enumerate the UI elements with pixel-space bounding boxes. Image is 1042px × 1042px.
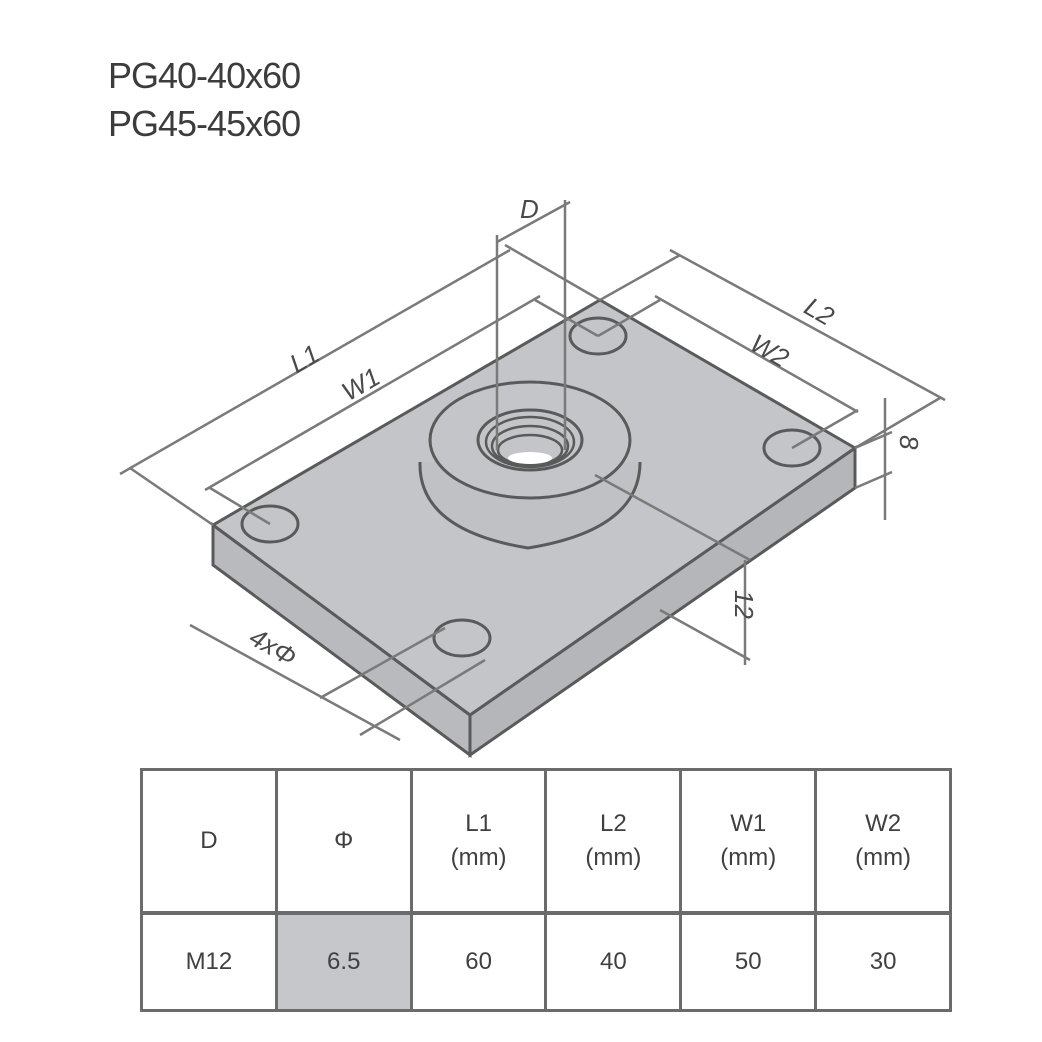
hole-right bbox=[762, 428, 822, 468]
label-W1: W1 bbox=[336, 361, 385, 406]
table-header-row: D Φ L1(mm) L2(mm) W1(mm) W2(mm) bbox=[140, 768, 952, 915]
label-D: D bbox=[520, 194, 539, 224]
label-holes: 4xΦ bbox=[244, 622, 302, 673]
header-W1: W1(mm) bbox=[679, 768, 818, 915]
label-W2: W2 bbox=[745, 328, 794, 374]
header-W2: W2(mm) bbox=[814, 768, 952, 915]
cell-W2: 30 bbox=[814, 911, 952, 1012]
hole-front bbox=[432, 618, 492, 658]
product-titles: PG40-40x60 PG45-45x60 bbox=[108, 52, 301, 148]
header-phi: Φ bbox=[274, 768, 413, 915]
dimension-lines bbox=[119, 200, 946, 742]
label-L1: L1 bbox=[284, 338, 324, 378]
cell-W1: 50 bbox=[679, 911, 818, 1012]
mounting-holes bbox=[240, 316, 822, 658]
cell-phi: 6.5 bbox=[274, 911, 413, 1012]
threaded-boss bbox=[418, 380, 642, 550]
hole-left bbox=[240, 504, 300, 544]
table-row: M12 6.5 60 40 50 30 bbox=[140, 911, 952, 1012]
header-L2: L2(mm) bbox=[544, 768, 683, 915]
label-thickness: 8 bbox=[894, 435, 924, 450]
spec-table: D Φ L1(mm) L2(mm) W1(mm) W2(mm) M12 6.5 … bbox=[140, 768, 952, 1012]
title-pg45: PG45-45x60 bbox=[108, 103, 301, 144]
label-height: 12 bbox=[729, 590, 759, 619]
cell-L2: 40 bbox=[544, 911, 683, 1012]
header-D: D bbox=[140, 768, 278, 915]
cell-D: M12 bbox=[140, 911, 278, 1012]
cell-L1: 60 bbox=[409, 911, 548, 1012]
header-L1: L1(mm) bbox=[409, 768, 548, 915]
label-L2: L2 bbox=[799, 291, 840, 332]
title-pg40: PG40-40x60 bbox=[108, 55, 301, 96]
hole-back bbox=[568, 316, 628, 356]
base-plate-drawing: D L1 W1 L2 W2 8 12 4xΦ bbox=[119, 194, 946, 758]
